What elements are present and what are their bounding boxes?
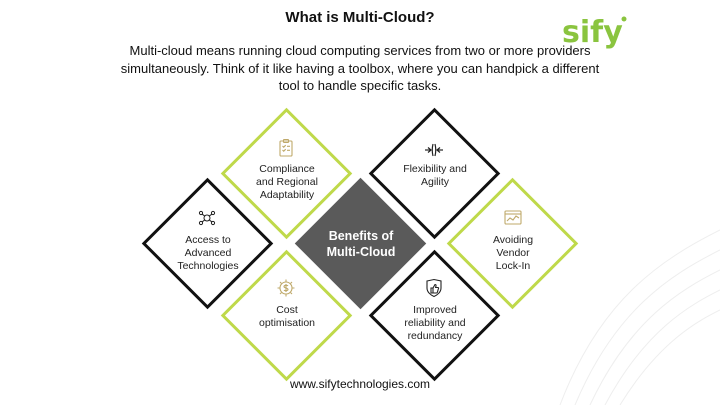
browser-chart-icon — [504, 210, 522, 225]
sify-logo: sify — [562, 15, 627, 50]
shield-thumb-icon — [426, 278, 442, 298]
svg-text:sify: sify — [562, 15, 623, 50]
footer-url[interactable]: www.sifytechnologies.com — [289, 377, 431, 391]
dollar-gear-icon — [277, 279, 295, 297]
checklist-icon — [279, 138, 293, 157]
brain-network-icon — [198, 210, 216, 226]
page-title: What is Multi-Cloud? — [285, 9, 435, 26]
page-description: Multi-cloud means running cloud computin… — [120, 43, 600, 93]
arrows-expand-icon — [425, 143, 443, 157]
